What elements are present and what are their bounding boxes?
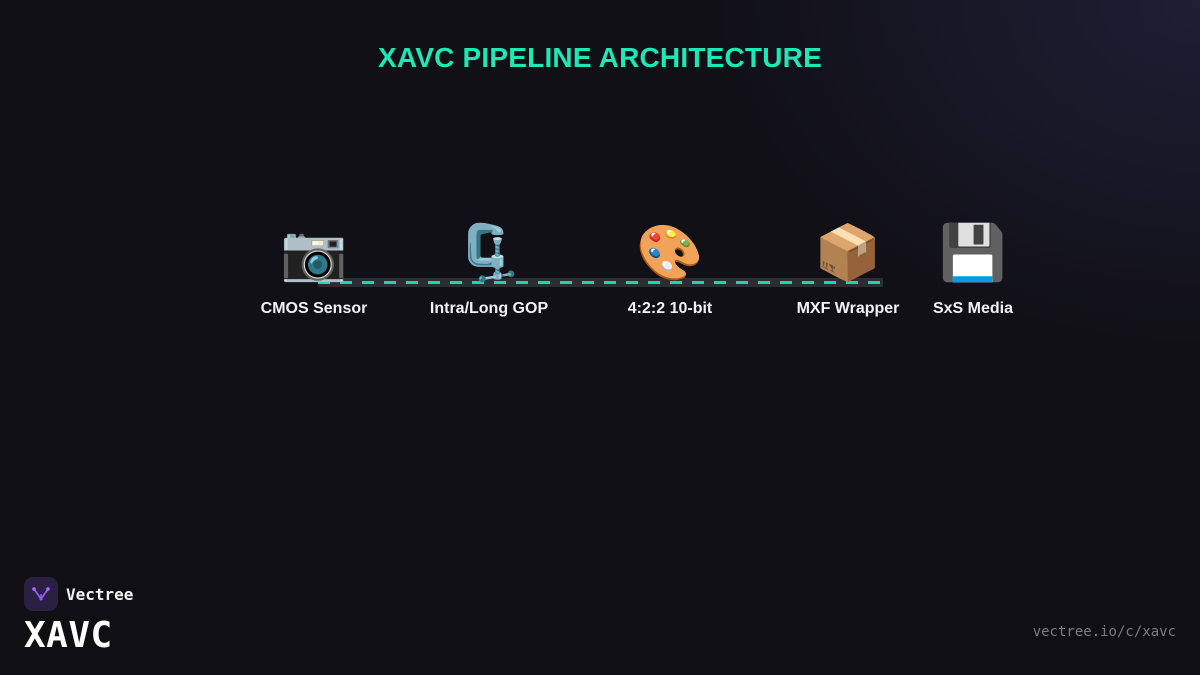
- brand-block: Vectree XAVC: [24, 577, 133, 656]
- page-title: XAVC PIPELINE ARCHITECTURE: [378, 42, 822, 73]
- stage-label: CMOS Sensor: [260, 300, 368, 317]
- stage-label: Intra/Long GOP: [429, 300, 549, 317]
- brand-name: Vectree: [66, 584, 134, 604]
- footer-url[interactable]: vectree.io/c/xavc: [1032, 624, 1176, 640]
- stage-label: MXF Wrapper: [796, 300, 900, 317]
- pipeline-connector-dashes: [318, 281, 883, 284]
- clamp-icon: 🗜️: [455, 221, 523, 284]
- stage-label: 4:2:2 10-bit: [627, 300, 713, 317]
- stage-mxf-wrapper: 📦 MXF Wrapper: [768, 222, 928, 318]
- stage-label: SxS Media: [932, 300, 1014, 317]
- stage-intra-long-gop: 🗜️ Intra/Long GOP: [409, 222, 569, 318]
- package-icon: 📦: [814, 221, 882, 284]
- camera-icon: 📷: [280, 221, 348, 284]
- vectree-logo-icon: [24, 577, 58, 611]
- pipeline-connector: [318, 278, 883, 287]
- product-name: XAVC: [24, 615, 113, 656]
- stage-cmos-sensor: 📷 CMOS Sensor: [234, 222, 394, 318]
- stage-422-10bit: 🎨 4:2:2 10-bit: [590, 222, 750, 318]
- palette-icon: 🎨: [636, 221, 704, 284]
- floppy-disk-icon: 💾: [939, 221, 1007, 284]
- stage-sxs-media: 💾 SxS Media: [893, 222, 1053, 318]
